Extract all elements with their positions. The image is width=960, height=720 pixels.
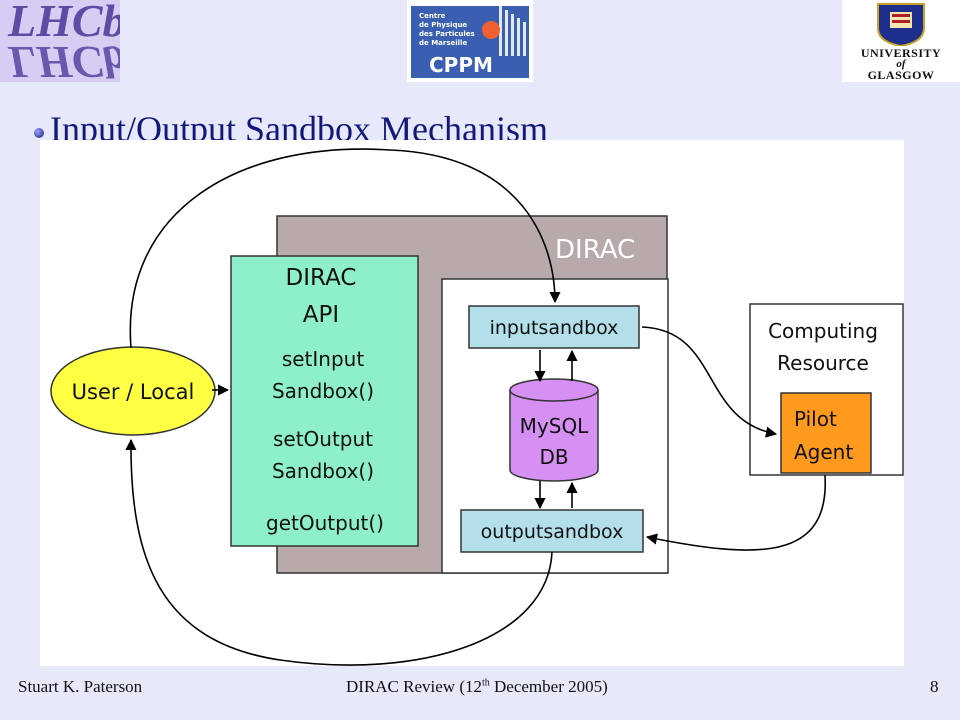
computing-label-1: Computing [768,319,878,343]
arrow-pilot-to-outputsandbox [645,474,826,551]
api-set-output-1: setOutput [273,427,373,451]
pilot-agent-box [780,392,872,474]
cppm-acronym: CPPM [429,53,493,77]
cppm-line-2: de Physique [419,21,467,29]
glasgow-line-1: UNIVERSITY [860,46,942,60]
db-label-db: DB [539,445,568,469]
outputsandbox-box [460,509,644,553]
glasgow-line-3: GLASGOW [867,68,935,82]
inputsandbox-box [468,305,640,349]
api-title-dirac: DIRAC [286,265,357,291]
api-get-output: getOutput() [266,511,384,535]
arrow-user-to-inputsandbox [129,148,561,349]
cppm-logo-graphic: Centre de Physique des Particules de Mar… [411,6,529,78]
api-title-api: API [303,302,339,328]
api-set-input-1: setInput [282,347,365,371]
cppm-line-4: de Marseille [419,39,467,47]
arrow-outputsandbox-to-user [125,438,553,666]
api-set-output-2: Sandbox() [272,459,374,483]
footer-center-prefix: DIRAC Review (12 [346,677,482,696]
inputsandbox-label: inputsandbox [490,317,619,339]
cppm-logo: Centre de Physique des Particules de Mar… [407,0,533,82]
lhcb-logo-text: LHCb [8,0,120,46]
footer-center: DIRAC Review (12th December 2005) [346,677,608,697]
outputsandbox-label: outputsandbox [481,521,624,543]
db-label-mysql: MySQL [520,414,590,438]
glasgow-line-2: of [896,58,906,70]
cppm-line-3: des Particules [419,30,475,38]
user-local-node [50,346,216,436]
glasgow-logo: UNIVERSITY of GLASGOW [842,0,960,82]
dirac-api-box [230,255,419,547]
pilot-label-1: Pilot [794,407,837,431]
computing-label-2: Resource [777,351,869,375]
footer-center-suffix: December 2005) [489,677,608,696]
mysql-db-cylinder [509,378,599,482]
cppm-line-1: Centre [419,12,446,20]
footer-center-sup: th [481,677,490,689]
arrow-inputsandbox-to-pilot [641,326,778,438]
api-set-input-2: Sandbox() [272,379,374,403]
glasgow-crest-icon [877,3,925,46]
lhcb-logo: LHCb LHCb [0,0,120,82]
user-local-label: User / Local [72,380,195,404]
dirac-label: DIRAC [555,235,635,265]
pilot-label-2: Agent [794,440,853,464]
footer-author: Stuart K. Paterson [18,677,143,696]
title-bullet-icon [34,128,44,138]
footer-page-number: 8 [930,677,939,696]
